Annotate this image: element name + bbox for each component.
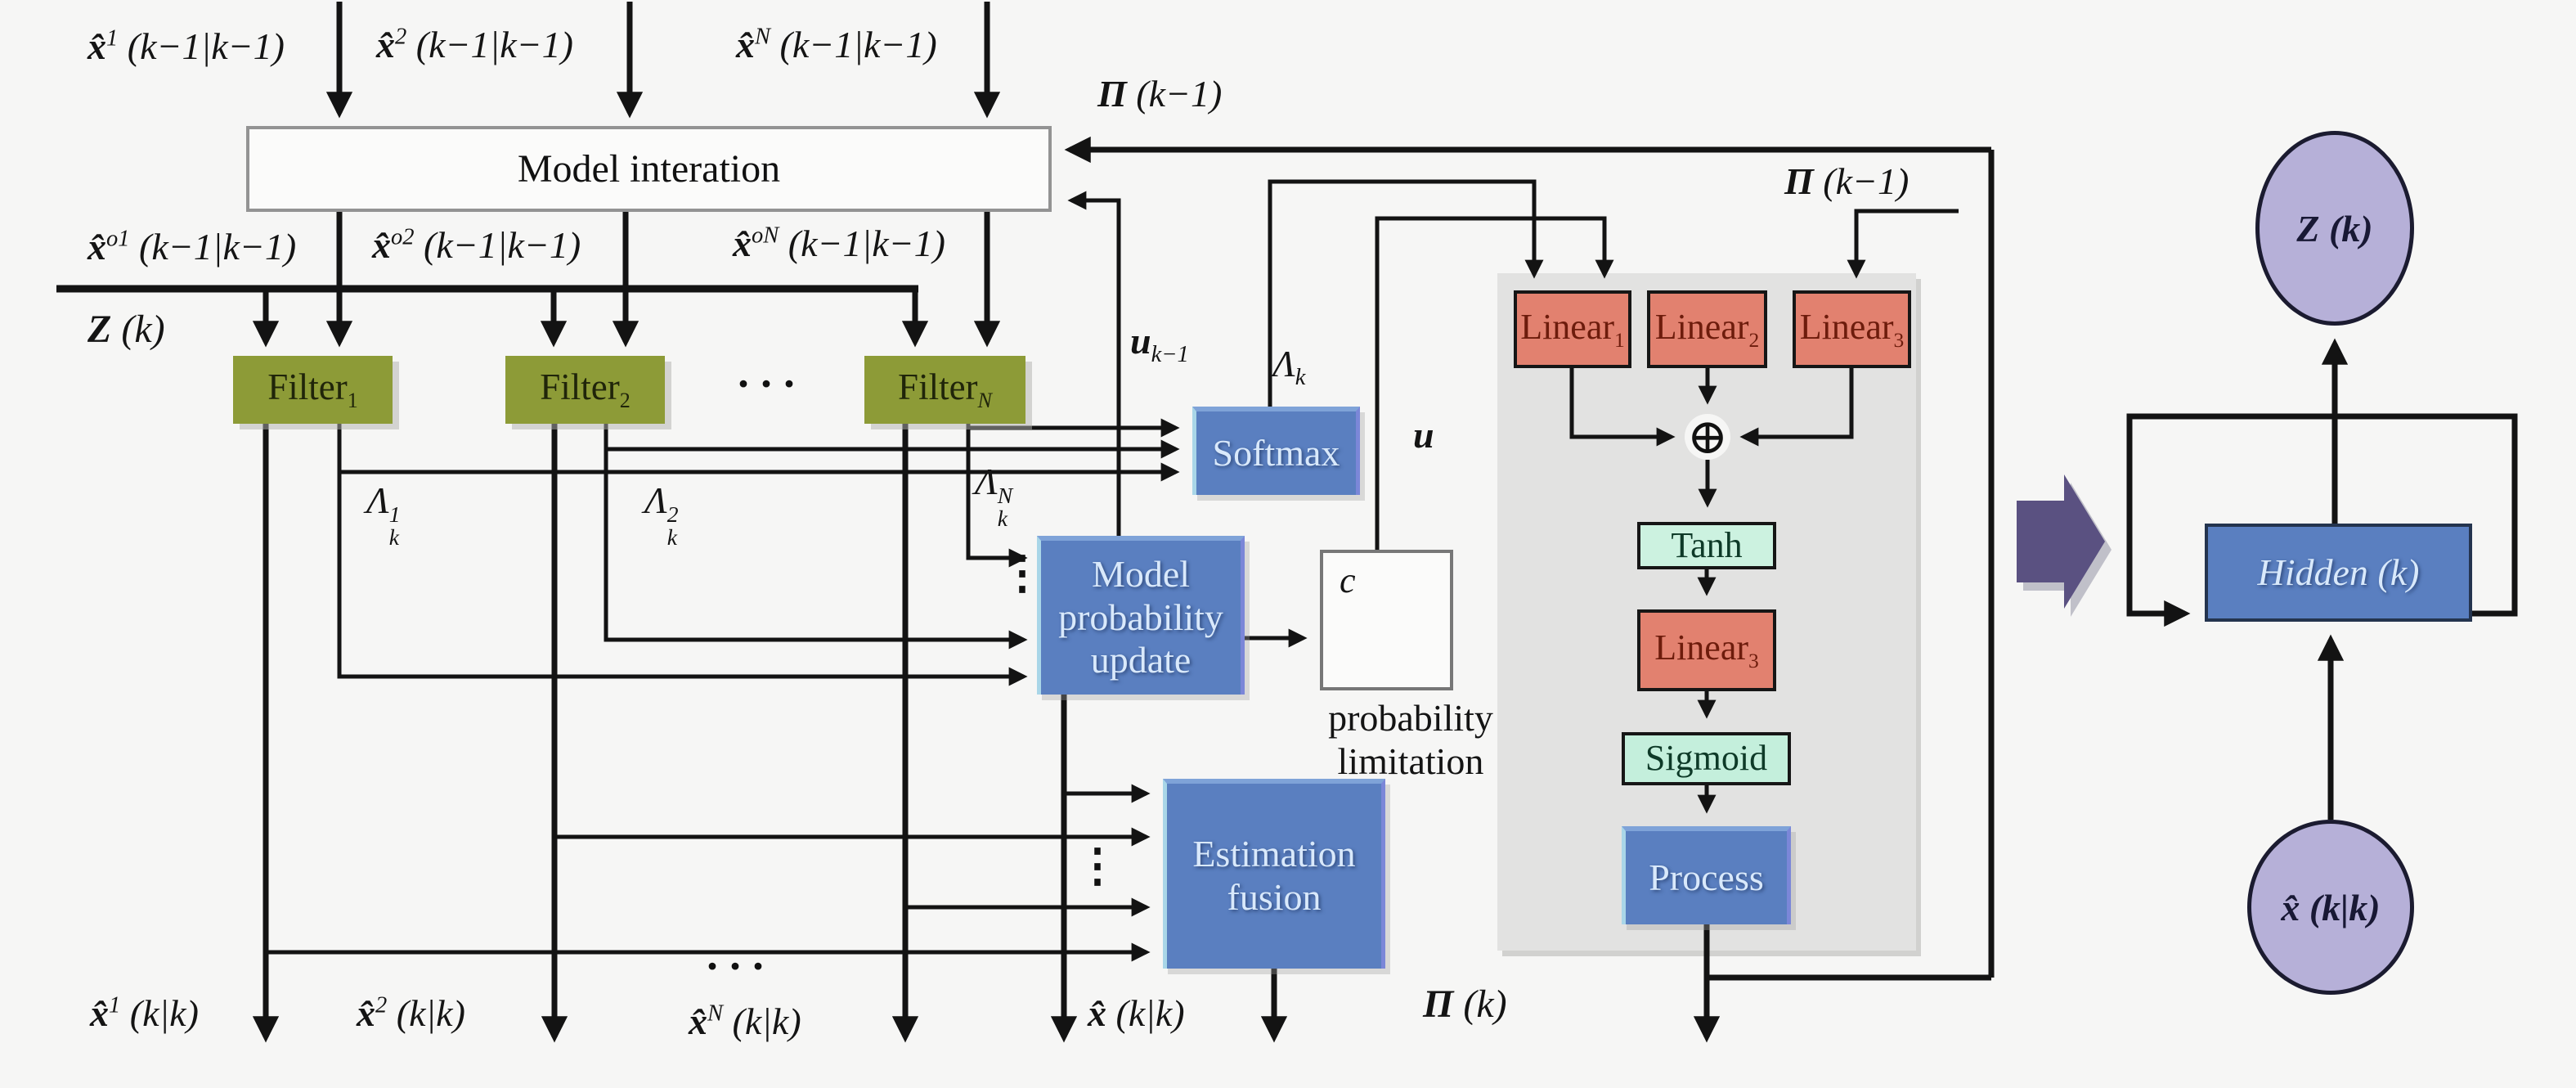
- pi-prev-right-label: Π (k−1): [1784, 160, 1910, 202]
- adder-icon: ⊕: [1685, 412, 1730, 461]
- hidden-label: Hidden (k): [2257, 551, 2420, 593]
- softmax-box: Softmax: [1192, 407, 1360, 495]
- process-label: Process: [1649, 856, 1764, 898]
- filter-2-label: Filter2: [540, 366, 631, 412]
- linear-2-box: Linear2: [1647, 290, 1767, 368]
- mixed-label-1: x̂o1 (k−1|k−1): [88, 226, 297, 268]
- output-label-2: x̂2 (k|k): [357, 992, 465, 1034]
- z-input-label: Z (k): [88, 308, 165, 351]
- x-estimate-node-label: x̂ (k|k): [2281, 886, 2381, 928]
- u-label: u: [1413, 414, 1434, 456]
- linear-1-label: Linear1: [1520, 306, 1625, 352]
- hidden-box: Hidden (k): [2205, 524, 2472, 622]
- input-label-2: x̂2 (k−1|k−1): [376, 24, 573, 65]
- linear-3b-label: Linear3: [1654, 627, 1759, 673]
- output-label-fused: x̂ (k|k): [1088, 992, 1185, 1034]
- linear-3-label: Linear3: [1799, 306, 1905, 352]
- thin-wires: [266, 179, 1959, 962]
- model-interation-label: Model interation: [517, 146, 781, 191]
- sigmoid-box: Sigmoid: [1622, 732, 1791, 785]
- pi-out-label: Π (k): [1423, 982, 1507, 1026]
- pi-prev-top-label: Π (k−1): [1097, 73, 1223, 115]
- z-node-label: Z (k): [2296, 207, 2373, 250]
- filter-n-box: FilterN: [864, 356, 1025, 424]
- z-node: Z (k): [2255, 131, 2414, 326]
- model-interation-box: Model interation: [246, 126, 1052, 212]
- output-label-n: x̂N (k|k): [689, 1000, 801, 1042]
- limiter-c-label: c: [1340, 560, 1356, 600]
- linear-2-label: Linear2: [1654, 306, 1760, 352]
- mixed-label-2: x̂o2 (k−1|k−1): [372, 224, 581, 266]
- u-prev-label: uk−1: [1130, 320, 1189, 368]
- filter-n-label: FilterN: [898, 366, 992, 412]
- output-ellipsis: ···: [705, 942, 774, 991]
- filter-ellipsis: ···: [736, 359, 806, 408]
- tanh-label: Tanh: [1671, 524, 1743, 565]
- filter-1-box: Filter1: [233, 356, 393, 424]
- output-label-1: x̂1 (k|k): [90, 992, 199, 1034]
- estimation-fusion-label: Estimation fusion: [1192, 833, 1356, 918]
- process-box: Process: [1622, 826, 1791, 924]
- probability-limitation-caption: probability limitation: [1328, 697, 1493, 782]
- filter-1-label: Filter1: [267, 366, 358, 412]
- x-estimate-node: x̂ (k|k): [2247, 820, 2414, 995]
- block-arrow-icon: [2017, 474, 2112, 617]
- lambda-k-label: Λk: [1272, 343, 1306, 391]
- tanh-box: Tanh: [1637, 522, 1776, 569]
- probability-limiter-box: [1320, 550, 1453, 690]
- filter-2-box: Filter2: [505, 356, 665, 424]
- model-probability-update-label: Model probability update: [1058, 552, 1223, 681]
- input-label-1: x̂1 (k−1|k−1): [88, 25, 285, 67]
- linear-3b-box: Linear3: [1637, 609, 1776, 691]
- estimation-fusion-box: Estimation fusion: [1163, 779, 1385, 969]
- input-label-n: x̂N (k−1|k−1): [736, 24, 937, 65]
- mixed-label-n: x̂oN (k−1|k−1): [733, 223, 945, 264]
- linear-3-box: Linear3: [1793, 290, 1911, 368]
- softmax-label: Softmax: [1212, 431, 1340, 474]
- model-probability-update-box: Model probability update: [1037, 536, 1245, 695]
- thick-wires: [56, 2, 2518, 1043]
- linear-1-box: Linear1: [1514, 290, 1631, 368]
- sigmoid-label: Sigmoid: [1645, 738, 1768, 779]
- mpu-ellipsis: ⋮: [999, 548, 1045, 599]
- ef-ellipsis: ⋮: [1075, 841, 1120, 892]
